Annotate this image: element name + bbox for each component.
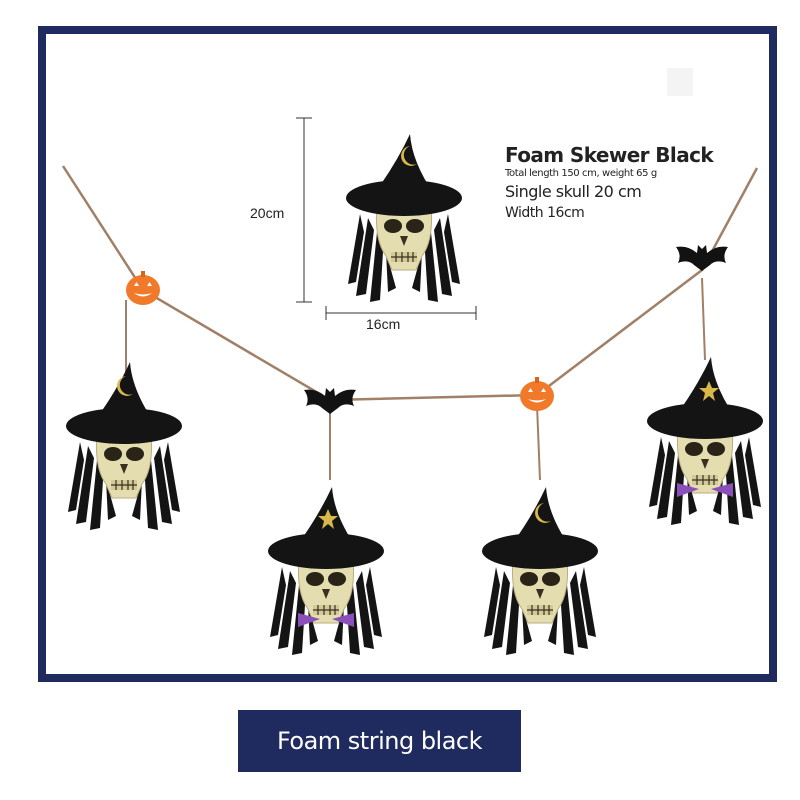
witch-skull-icon xyxy=(646,356,764,526)
pumpkin-icon xyxy=(126,271,160,305)
pumpkin-icon xyxy=(520,377,554,411)
product-spec-skull: Single skull 20 cm xyxy=(505,182,642,201)
width-label: 16cm xyxy=(366,316,401,332)
witch-skull-icon xyxy=(65,361,183,531)
witch-skull-icon xyxy=(267,486,385,656)
bat-icon xyxy=(676,245,728,271)
product-title: Foam Skewer Black xyxy=(505,143,714,167)
product-spec-width: Width 16cm xyxy=(505,205,585,221)
height-dimension-line xyxy=(296,117,312,303)
caption-banner: Foam string black xyxy=(238,710,521,772)
product-image-frame xyxy=(38,26,777,682)
width-dimension-line xyxy=(325,306,477,320)
blank-patch xyxy=(667,68,693,96)
witch-skull-icon xyxy=(481,486,599,656)
bat-icon xyxy=(304,388,356,414)
hanging-threads xyxy=(125,277,706,481)
product-spec-total: Total length 150 cm, weight 65 g xyxy=(505,168,657,179)
witch-skull-icon xyxy=(345,133,463,303)
height-label: 20cm xyxy=(250,205,285,221)
product-info: Foam Skewer Black Total length 150 cm, w… xyxy=(505,142,714,222)
caption-text: Foam string black xyxy=(276,727,483,755)
